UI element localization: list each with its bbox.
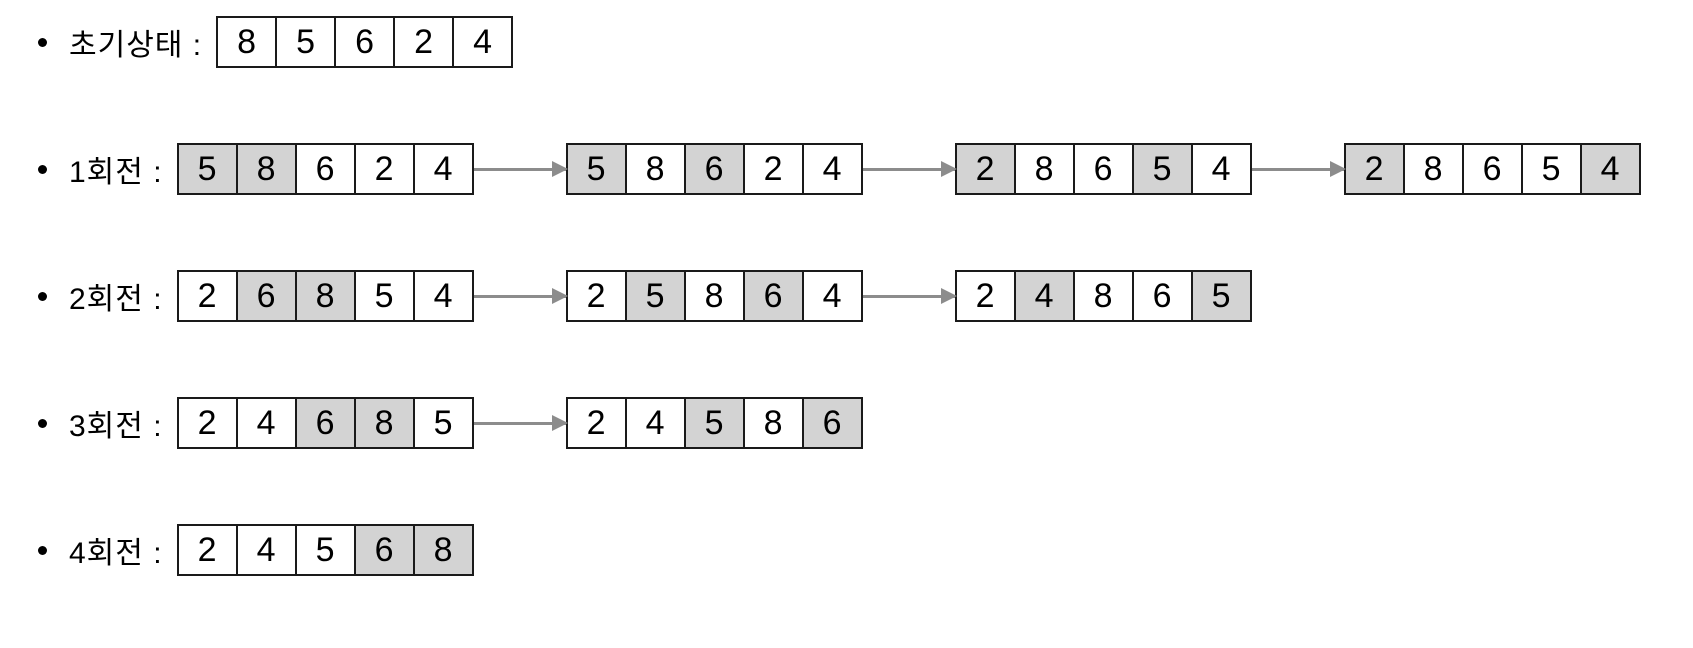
arrow-right-icon (473, 294, 566, 298)
array-cell: 2 (742, 145, 802, 193)
bullet-icon (38, 291, 47, 301)
array-cell-highlighted: 8 (294, 272, 354, 320)
array-cell: 4 (235, 526, 295, 574)
array-cell: 8 (1402, 145, 1462, 193)
array-cell-highlighted: 5 (1190, 272, 1250, 320)
round-label: 초기상태 : (69, 29, 203, 62)
array-cell: 8 (624, 145, 684, 193)
array-cell-highlighted: 6 (235, 272, 295, 320)
array-cell-highlighted: 5 (178, 145, 236, 193)
array-cell: 4 (624, 399, 684, 447)
array-cell: 5 (353, 272, 413, 320)
array-cell: 2 (178, 399, 236, 447)
round-label: 3회전 : (69, 410, 163, 443)
array-cell: 4 (412, 272, 472, 320)
array-cell-highlighted: 2 (956, 145, 1014, 193)
arrow-right-icon (473, 167, 566, 171)
array-cell-highlighted: 6 (683, 145, 743, 193)
array-cell: 2 (393, 18, 453, 66)
array-cell: 4 (412, 145, 472, 193)
array-cell: 8 (1072, 272, 1132, 320)
array-cell: 8 (683, 272, 743, 320)
array-cell-highlighted: 4 (1013, 272, 1073, 320)
array-cell: 4 (801, 272, 861, 320)
round-label: 4회전 : (69, 537, 163, 570)
array-cell-highlighted: 6 (801, 399, 861, 447)
array-cell-highlighted: 8 (235, 145, 295, 193)
array-cell-highlighted: 5 (683, 399, 743, 447)
array-cell-highlighted: 5 (567, 145, 625, 193)
array-cell: 2 (567, 399, 625, 447)
array-cell: 5 (1520, 145, 1580, 193)
array-cell-highlighted: 6 (353, 526, 413, 574)
array-cell-highlighted: 6 (294, 399, 354, 447)
array-cell: 2 (353, 145, 413, 193)
array-cell: 2 (178, 526, 236, 574)
array-cell: 2 (567, 272, 625, 320)
array-cell: 6 (294, 145, 354, 193)
array-cell: 8 (218, 18, 276, 66)
arrow-right-icon (1251, 167, 1344, 171)
array-cell: 5 (294, 526, 354, 574)
array-cell: 6 (334, 18, 394, 66)
array-cell: 8 (1013, 145, 1073, 193)
array-cell: 2 (178, 272, 236, 320)
bullet-icon (38, 164, 47, 174)
array-cell: 6 (1131, 272, 1191, 320)
array-cell: 6 (1461, 145, 1521, 193)
array-cell: 8 (742, 399, 802, 447)
array-cell: 5 (275, 18, 335, 66)
array-cell: 2 (956, 272, 1014, 320)
array-cell: 4 (1190, 145, 1250, 193)
arrow-right-icon (862, 294, 955, 298)
array-cell: 4 (235, 399, 295, 447)
array-cell-highlighted: 5 (624, 272, 684, 320)
array-cell: 4 (801, 145, 861, 193)
array-cell-highlighted: 6 (742, 272, 802, 320)
array-cell: 6 (1072, 145, 1132, 193)
array-cell: 5 (412, 399, 472, 447)
array-cell: 4 (452, 18, 512, 66)
bullet-icon (38, 37, 47, 47)
bullet-icon (38, 545, 47, 555)
round-label: 1회전 : (69, 156, 163, 189)
arrow-right-icon (473, 421, 566, 425)
round-label: 2회전 : (69, 283, 163, 316)
array-cell-highlighted: 2 (1345, 145, 1403, 193)
array-cell-highlighted: 4 (1579, 145, 1639, 193)
array-cell-highlighted: 5 (1131, 145, 1191, 193)
arrow-right-icon (862, 167, 955, 171)
bullet-icon (38, 418, 47, 428)
array-cell-highlighted: 8 (412, 526, 472, 574)
array-cell-highlighted: 8 (353, 399, 413, 447)
